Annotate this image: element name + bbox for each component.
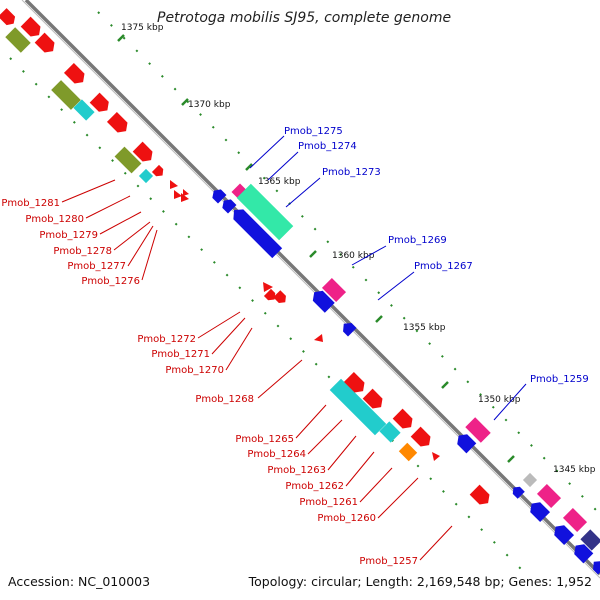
gene-block[interactable] (465, 417, 491, 443)
gene-arrow[interactable] (183, 189, 189, 196)
gene-arrow[interactable] (151, 164, 166, 179)
gene-block[interactable] (51, 80, 81, 110)
gene-arrow[interactable] (229, 205, 283, 259)
genome-summary-text: Topology: circular; Length: 2,169,548 bp… (248, 574, 592, 589)
gene-label[interactable]: Pmob_1281 (1, 198, 60, 209)
reverse-labels: Pmob_1275 Pmob_1274 Pmob_1273 Pmob_1269 … (284, 126, 589, 385)
tick-labels: 1375 kbp 1370 kbp 1365 kbp 1360 kbp 1355… (121, 23, 596, 475)
gene-label[interactable]: Pmob_1280 (25, 214, 84, 225)
reverse-leader-lines (249, 135, 527, 421)
backbone-outer (24, 0, 600, 576)
gene-arrow[interactable] (454, 431, 477, 454)
gene-label[interactable]: Pmob_1275 (284, 126, 343, 137)
gene-block[interactable] (138, 168, 154, 184)
gene-block[interactable] (379, 421, 401, 443)
gene-arrow[interactable] (527, 499, 551, 523)
tick-label: 1365 kbp (258, 177, 301, 187)
tick-label: 1355 kbp (403, 323, 446, 333)
gene-arrow[interactable] (106, 111, 131, 136)
gene-block[interactable] (329, 378, 387, 436)
gene-label[interactable]: Pmob_1263 (267, 465, 326, 476)
gene-arrow[interactable] (263, 288, 278, 303)
gene-arrow[interactable] (314, 334, 323, 342)
gene-arrow[interactable] (410, 426, 434, 450)
gene-block[interactable] (321, 277, 347, 303)
accession-text: Accession: NC_010003 (8, 574, 150, 589)
gene-arrow[interactable] (273, 290, 289, 306)
tick-track-inner (9, 57, 531, 579)
tick-label: 1370 kbp (188, 100, 231, 110)
gene-label[interactable]: Pmob_1265 (235, 434, 294, 445)
tick-track-outer (97, 11, 600, 515)
gene-block[interactable] (73, 99, 95, 121)
gene-label[interactable]: Pmob_1271 (151, 349, 210, 360)
forward-labels: Pmob_1281 Pmob_1280 Pmob_1279 Pmob_1278 … (1, 198, 418, 567)
gene-arrow[interactable] (469, 484, 493, 508)
gene-arrow[interactable] (210, 187, 227, 204)
gene-label[interactable]: Pmob_1272 (137, 334, 196, 345)
gene-label[interactable]: Pmob_1257 (359, 556, 418, 567)
tick-label: 1360 kbp (332, 251, 375, 261)
tick-label: 1345 kbp (553, 465, 596, 475)
gene-block[interactable] (236, 183, 294, 241)
gene-arrow[interactable] (20, 16, 44, 40)
gene-block[interactable] (522, 472, 538, 488)
gene-block[interactable] (5, 27, 31, 53)
gene-arrow[interactable] (510, 484, 525, 499)
gene-arrow[interactable] (571, 541, 594, 564)
gene-block[interactable] (536, 483, 562, 509)
gene-block[interactable] (580, 529, 600, 551)
gene-label[interactable]: Pmob_1279 (39, 230, 98, 241)
gene-arrow[interactable] (263, 282, 273, 292)
gene-label[interactable]: Pmob_1270 (165, 365, 224, 376)
gene-arrow[interactable] (174, 190, 182, 199)
gene-label[interactable]: Pmob_1274 (298, 141, 357, 152)
gene-label[interactable]: Pmob_1261 (299, 497, 358, 508)
gene-arrow[interactable] (309, 287, 335, 313)
tick-label: 1375 kbp (121, 23, 164, 33)
gene-label[interactable]: Pmob_1277 (67, 261, 126, 272)
gene-label[interactable]: Pmob_1262 (285, 481, 344, 492)
gene-arrow[interactable] (362, 388, 386, 412)
gene-block[interactable] (562, 507, 588, 533)
gene-arrow[interactable] (220, 197, 237, 214)
gene-label[interactable]: Pmob_1268 (195, 394, 254, 405)
gene-arrow[interactable] (63, 62, 88, 87)
gene-label[interactable]: Pmob_1267 (414, 261, 473, 272)
gene-arrow[interactable] (551, 522, 575, 546)
backbone-inner (21, 0, 600, 579)
gene-arrow[interactable] (343, 371, 368, 396)
gene-arrow[interactable] (340, 320, 357, 337)
gene-label[interactable]: Pmob_1278 (53, 246, 112, 257)
major-ticks (117, 34, 515, 463)
gene-arrow[interactable] (89, 92, 113, 116)
gene-block[interactable] (114, 146, 142, 174)
gene-label[interactable]: Pmob_1273 (322, 167, 381, 178)
gene-arrow[interactable] (392, 408, 416, 432)
gene-label[interactable]: Pmob_1276 (81, 276, 140, 287)
tick-label: 1350 kbp (478, 395, 521, 405)
gene-arrow[interactable] (0, 8, 18, 28)
gene-arrow[interactable] (34, 32, 58, 56)
gene-label[interactable]: Pmob_1259 (530, 374, 589, 385)
gene-label[interactable]: Pmob_1269 (388, 235, 447, 246)
forward-leader-lines (61, 179, 453, 561)
gene-label[interactable]: Pmob_1264 (247, 449, 306, 460)
gene-label[interactable]: Pmob_1260 (317, 513, 376, 524)
map-title: Petrotoga mobilis SJ95, complete genome (157, 10, 451, 26)
gene-arrow[interactable] (170, 180, 178, 189)
gene-block[interactable] (398, 442, 418, 462)
gene-arrow[interactable] (432, 452, 440, 461)
